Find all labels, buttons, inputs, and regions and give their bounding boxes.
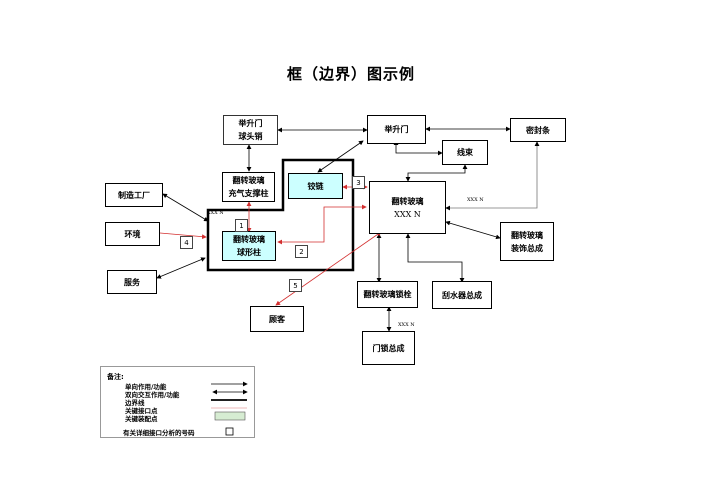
box-label: 装饰总成 <box>511 243 543 253</box>
box-label: XXX N <box>394 209 421 219</box>
link-glass-trim <box>445 220 501 240</box>
interface-number-2: 2 <box>295 245 308 258</box>
box-wire-harness[interactable]: 线束 <box>442 140 488 165</box>
latch-annotation: XXX N <box>398 322 415 328</box>
box-seal-strip[interactable]: 密封条 <box>510 118 566 142</box>
legend-item-two-way: 双向交互作用/功能 <box>125 391 180 399</box>
link-factory-boundary <box>162 193 209 222</box>
box-flip-glass-latch[interactable]: 翻转玻璃锁栓 <box>357 281 418 308</box>
link-glass-seal <box>445 141 540 211</box>
interface-5 <box>275 231 382 306</box>
box-flip-glass-gas-strut[interactable]: 翻转玻璃 充气支撑柱 <box>222 172 275 202</box>
box-label: 密封条 <box>526 125 550 135</box>
seal-annotation: XXX N <box>467 197 484 203</box>
box-label: 顾客 <box>269 314 285 324</box>
legend-assembly-swatch <box>214 411 246 421</box>
box-factory[interactable]: 制造工厂 <box>105 183 163 207</box>
interface-4 <box>159 232 207 240</box>
legend-number-swatch <box>225 427 234 436</box>
interface-number-5: 5 <box>289 279 302 292</box>
legend-title: 备注: <box>107 373 124 381</box>
box-label: 翻转玻璃 <box>233 235 265 244</box>
link-liftgate-hinge <box>317 140 364 173</box>
box-label: 充气支撑柱 <box>228 189 269 198</box>
box-label: 球形柱 <box>237 248 261 257</box>
box-flip-glass-trim[interactable]: 翻转玻璃 装饰总成 <box>500 222 554 261</box>
link-service-boundary <box>156 257 206 279</box>
link-glass-wiper <box>405 233 465 283</box>
box-service[interactable]: 服务 <box>107 270 157 294</box>
interface-number-3: 3 <box>352 176 365 189</box>
box-label: 服务 <box>124 277 140 287</box>
boundary-annotation: XXX N <box>207 210 224 216</box>
box-label: 制造工厂 <box>118 190 150 200</box>
box-label: 举升门 <box>384 125 409 134</box>
diagram-title: 框（边界）图示例 <box>286 65 415 83</box>
box-hinge[interactable]: 铰链 <box>288 173 343 199</box>
box-label: 线束 <box>457 148 473 157</box>
box-label: 门锁总成 <box>372 343 405 353</box>
box-flip-glass-assembly[interactable]: 翻转玻璃 XXX N <box>369 181 446 234</box>
box-wiper-assembly[interactable]: 刮水器总成 <box>432 281 492 309</box>
box-flip-glass-ball-stud[interactable]: 翻转玻璃 球形柱 <box>222 231 276 261</box>
box-label: 翻转玻璃 <box>232 176 265 185</box>
box-customer[interactable]: 顾客 <box>250 306 304 332</box>
box-label: 球头销 <box>238 132 263 141</box>
box-label: 刮水器总成 <box>442 290 482 300</box>
box-label: 举升门 <box>238 119 263 128</box>
box-environment[interactable]: 环境 <box>105 222 160 246</box>
legend-swatches <box>211 381 248 436</box>
box-lift-gate[interactable]: 举升门 <box>367 115 426 144</box>
legend: 备注: 单向作用/功能 双向交互作用/功能 边界线 关键接口点 关键装配点 有关… <box>100 366 255 438</box>
box-door-lock-assembly[interactable]: 门锁总成 <box>362 331 415 365</box>
box-label: 环境 <box>124 229 141 239</box>
box-label: 翻转玻璃 <box>511 230 543 240</box>
interface-number-4: 4 <box>180 236 193 249</box>
legend-item-detail-number: 有关详细接口分析的号码 <box>123 429 195 437</box>
interface-number-1: 1 <box>235 219 248 232</box>
legend-item-critical-interface: 关键接口点 <box>125 407 158 415</box>
link-harness-glass <box>405 164 468 182</box>
legend-item-critical-assembly: 关键装配点 <box>125 415 158 423</box>
box-label: 翻转玻璃锁栓 <box>363 290 412 299</box>
legend-item-one-way: 单向作用/功能 <box>125 383 167 391</box>
box-label: 翻转玻璃 <box>391 196 424 206</box>
box-label: 铰链 <box>307 181 324 191</box>
legend-item-boundary: 边界线 <box>125 399 145 407</box>
box-lift-gate-ball-pin[interactable]: 举升门 球头销 <box>223 115 278 145</box>
link-liftgate-harness <box>393 140 443 156</box>
